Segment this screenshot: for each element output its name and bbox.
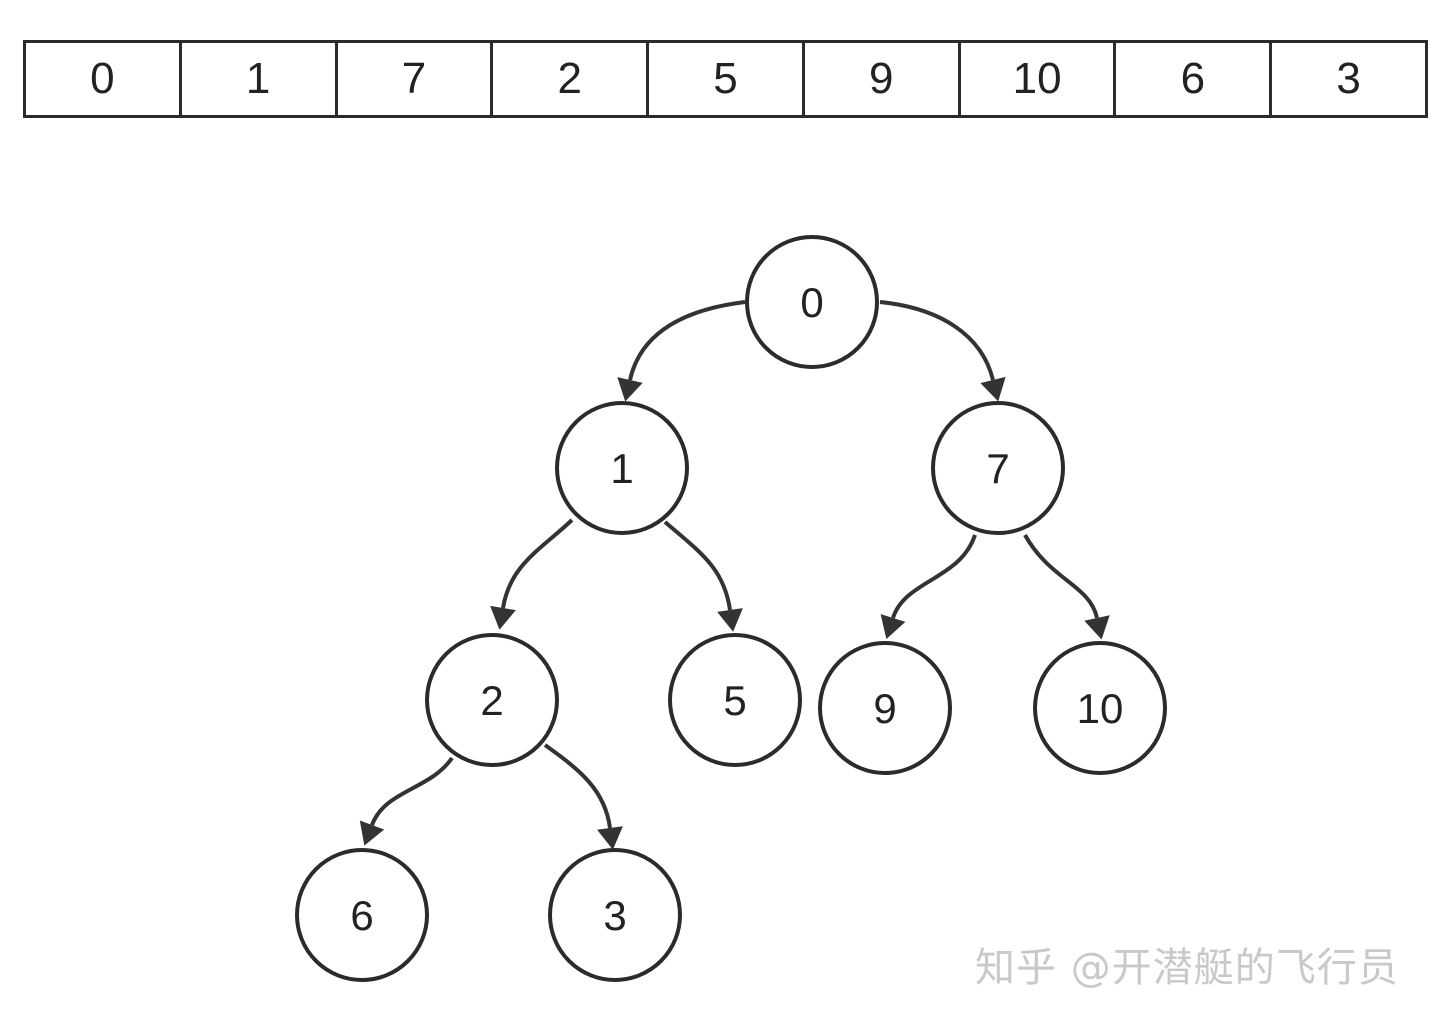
node-label: 7 <box>986 445 1009 492</box>
arrowhead-icon <box>717 608 743 632</box>
tree-node-5: 5 <box>668 633 802 767</box>
node-circle <box>425 633 559 767</box>
arrowhead-icon <box>490 605 516 630</box>
edge-n1-n5 <box>663 520 732 611</box>
node-circle <box>668 633 802 767</box>
edge-n1-n2 <box>501 518 574 609</box>
tree-node-2: 2 <box>425 633 559 767</box>
node-label: 1 <box>610 445 633 492</box>
edge-n2-n6 <box>370 756 454 826</box>
arrowhead-icon <box>980 376 1006 402</box>
node-label: 5 <box>723 677 746 724</box>
array-cell: 7 <box>338 43 494 115</box>
tree-node-1: 1 <box>555 401 689 535</box>
tree-node-10: 10 <box>1033 641 1167 775</box>
edge-n7-n9 <box>891 534 977 619</box>
arrowhead-icon <box>359 820 385 846</box>
array-cell: 10 <box>961 43 1117 115</box>
array-cell: 6 <box>1116 43 1273 115</box>
node-circle <box>818 641 952 775</box>
edge-n7-n10 <box>1023 534 1099 619</box>
node-circle <box>745 235 879 369</box>
node-label: 6 <box>350 892 373 939</box>
array-cell: 3 <box>1336 54 1361 103</box>
node-circle <box>295 848 429 982</box>
tree-node-7: 7 <box>931 401 1065 535</box>
node-label: 3 <box>603 892 626 939</box>
array-cell: 1 <box>182 43 338 115</box>
tree-node-0: 0 <box>745 235 879 369</box>
node-label: 9 <box>873 685 896 732</box>
node-label: 2 <box>480 677 503 724</box>
node-label: 0 <box>800 279 823 326</box>
tree-node-3: 3 <box>548 848 682 982</box>
edge-n0-n1 <box>628 300 746 381</box>
array-cell: 5 <box>649 43 805 115</box>
tree-node-6: 6 <box>295 848 429 982</box>
arrowhead-icon <box>597 826 623 850</box>
arrowhead-icon <box>880 614 906 639</box>
node-circle <box>931 401 1065 535</box>
node-circle <box>555 401 689 535</box>
array-cell: 9 <box>805 43 961 115</box>
array-cell: 0 <box>26 43 182 115</box>
array-cell: 2 <box>493 43 650 115</box>
watermark: 知乎 @开潜艇的飞行员 <box>975 945 1399 991</box>
node-label: 10 <box>1077 685 1124 732</box>
tree-node-9: 9 <box>818 641 952 775</box>
edge-n0-n7 <box>879 300 995 381</box>
arrowhead-icon <box>617 377 643 402</box>
node-circle <box>1033 641 1167 775</box>
arrowhead-icon <box>1084 615 1110 640</box>
node-circle <box>548 848 682 982</box>
edge-n2-n3 <box>543 743 612 829</box>
